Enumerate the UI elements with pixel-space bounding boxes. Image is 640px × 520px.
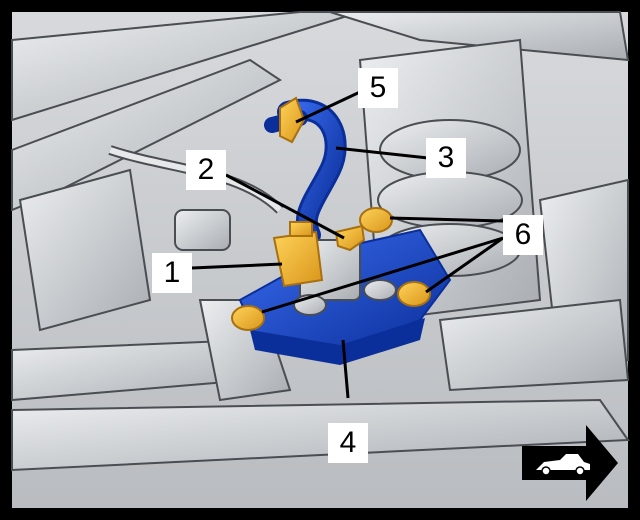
leader-lines <box>191 90 504 399</box>
callout-label-4: 4 <box>328 423 368 463</box>
leader-line-5 <box>295 90 361 124</box>
leader-line-6c <box>425 236 504 294</box>
leader-line-1 <box>191 262 283 270</box>
callout-label-5: 5 <box>358 68 398 108</box>
electrical-connector <box>272 221 324 288</box>
callout-label-6: 6 <box>503 215 543 255</box>
leader-line-6a <box>389 216 504 223</box>
subframe <box>11 298 630 472</box>
leader-line-4 <box>341 339 350 399</box>
hose-clip <box>334 224 366 252</box>
mounting-bolts <box>231 207 431 331</box>
car-forward-arrow-icon <box>522 425 618 501</box>
left-bracket <box>18 145 284 332</box>
callout-label-1: 1 <box>152 253 192 293</box>
callout-label-2: 2 <box>186 150 226 190</box>
hose-clamp <box>279 96 306 144</box>
leader-line-3 <box>335 146 429 160</box>
leader-line-2 <box>225 173 345 240</box>
frame-rail <box>11 11 630 212</box>
leader-line-6b <box>261 236 504 314</box>
callout-label-3: 3 <box>426 138 466 178</box>
